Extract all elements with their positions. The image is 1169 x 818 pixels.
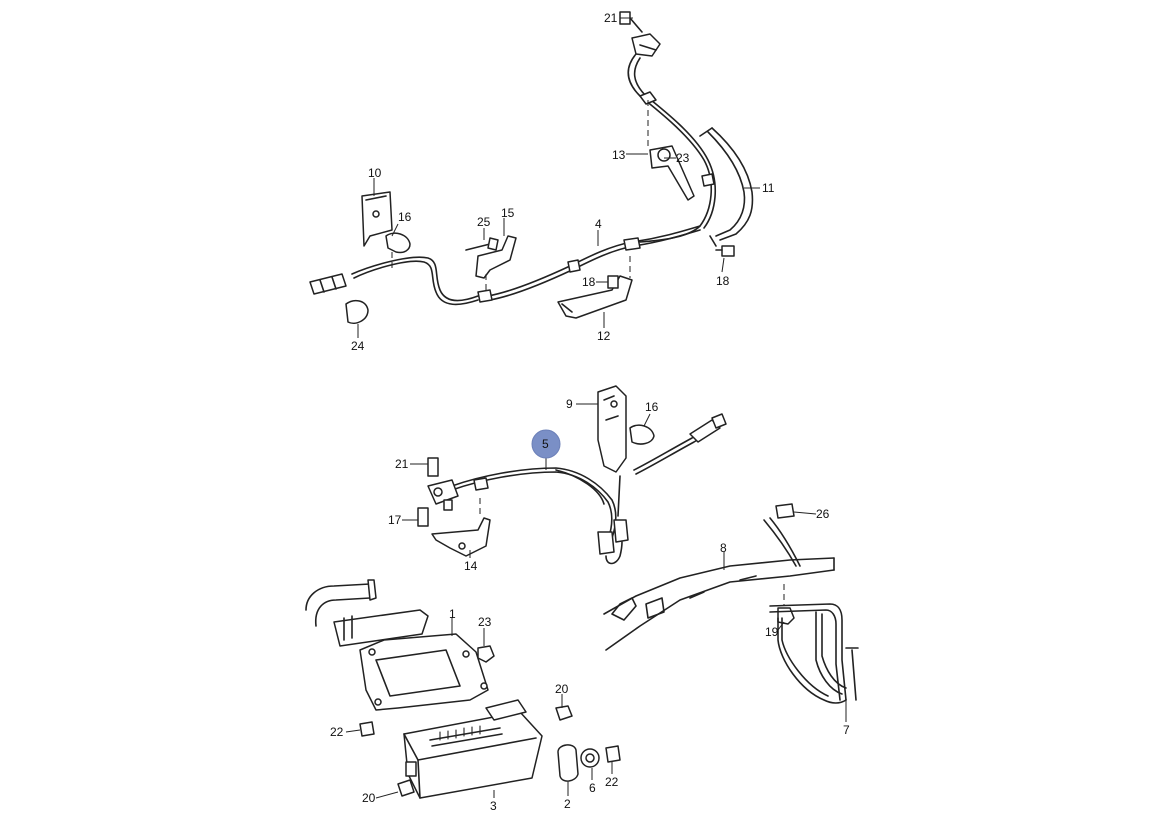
callout-22[interactable]: 22	[605, 775, 619, 789]
callout-23[interactable]: 23	[478, 615, 492, 629]
callout-9[interactable]: 9	[566, 397, 573, 411]
callout-16[interactable]: 16	[645, 400, 659, 414]
highlight-marker	[531, 429, 561, 459]
callout-25[interactable]: 25	[477, 215, 491, 229]
callout-21[interactable]: 21	[395, 457, 409, 471]
callout-4[interactable]: 4	[595, 217, 602, 231]
callout-18[interactable]: 18	[716, 274, 730, 288]
callout-5[interactable]: 5	[542, 437, 549, 451]
upper-sensor-cable-assembly	[309, 11, 754, 324]
frame-and-line-assembly	[603, 503, 859, 704]
callout-13[interactable]: 13	[612, 148, 626, 162]
callout-20[interactable]: 20	[362, 791, 376, 805]
callout-16[interactable]: 16	[398, 210, 412, 224]
callout-2[interactable]: 2	[564, 797, 571, 811]
callout-22[interactable]: 22	[330, 725, 344, 739]
callout-20[interactable]: 20	[555, 682, 569, 696]
control-unit-assembly	[305, 579, 621, 799]
callout-1[interactable]: 1	[449, 607, 456, 621]
callout-14[interactable]: 14	[464, 559, 478, 573]
callout-18[interactable]: 18	[582, 275, 596, 289]
callout-24[interactable]: 24	[351, 339, 365, 353]
middle-sensor-cable-assembly	[417, 385, 727, 565]
callout-19[interactable]: 19	[765, 625, 779, 639]
callout-12[interactable]: 12	[597, 329, 611, 343]
callout-3[interactable]: 3	[490, 799, 497, 813]
callout-17[interactable]: 17	[388, 513, 402, 527]
callout-11[interactable]: 11	[762, 181, 775, 195]
callout-labels: 21 13 23 11 10 16 25 15 4 18 18 12 24 9 …	[330, 11, 850, 813]
callout-7[interactable]: 7	[843, 723, 850, 737]
callout-21[interactable]: 21	[604, 11, 618, 25]
callout-leaders	[345, 17, 847, 799]
callout-8[interactable]: 8	[720, 541, 727, 555]
callout-6[interactable]: 6	[589, 781, 596, 795]
callout-15[interactable]: 15	[501, 206, 515, 220]
callout-10[interactable]: 10	[368, 166, 382, 180]
top-sensor	[619, 11, 661, 57]
callout-23[interactable]: 23	[676, 151, 690, 165]
callout-26[interactable]: 26	[816, 507, 830, 521]
